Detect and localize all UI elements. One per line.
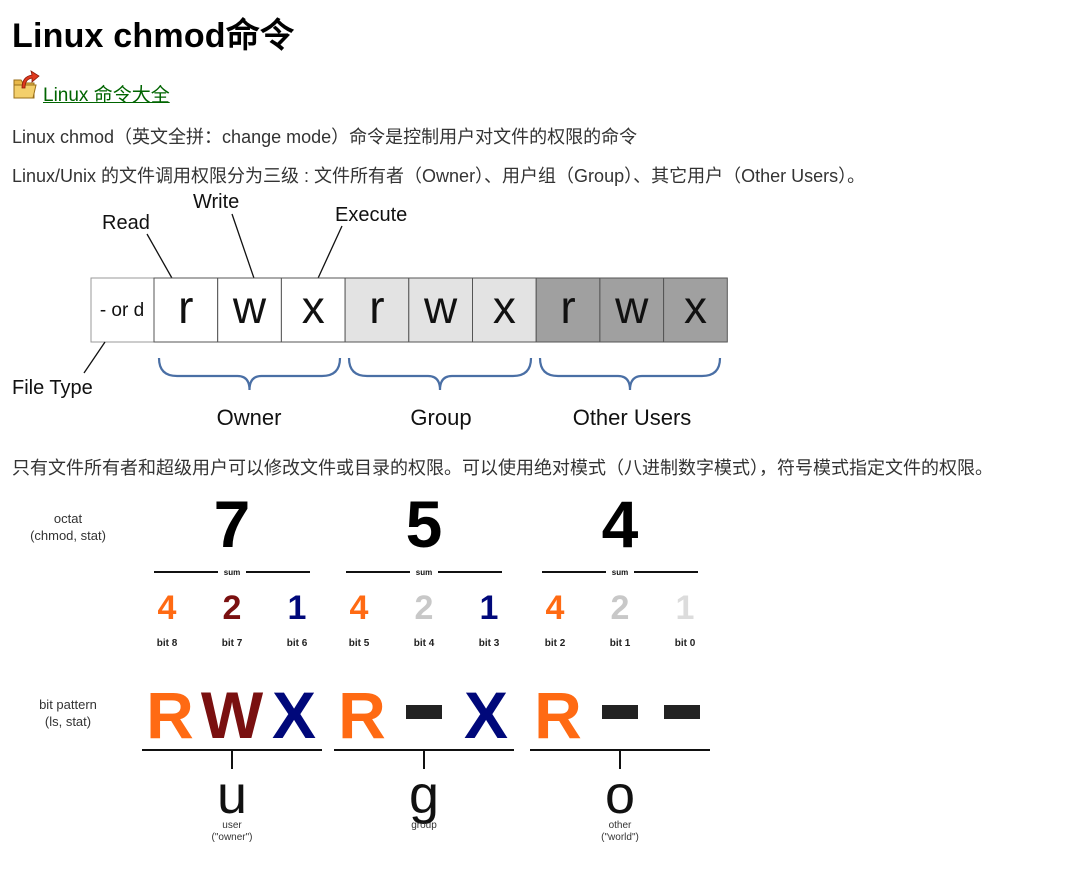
class-name: user	[222, 820, 242, 831]
perm-cell	[344, 277, 410, 343]
bitpattern-label-line2: (ls, stat)	[45, 714, 91, 729]
perm-cell-letter: w	[423, 281, 458, 333]
bit-value: 2	[415, 589, 434, 627]
group-label: Group	[410, 405, 471, 430]
class-name: other	[609, 820, 632, 831]
pattern-letter: R	[534, 678, 582, 752]
group-brace	[157, 357, 342, 391]
bitpattern-label-line1: bit pattern	[39, 697, 97, 712]
bit-value: 4	[546, 589, 565, 627]
execute-label: Execute	[335, 204, 407, 226]
perm-cell	[408, 277, 473, 343]
perm-cell	[663, 277, 728, 343]
pattern-letter: X	[272, 678, 316, 752]
bit-label: bit 6	[287, 638, 308, 649]
bit-label: bit 1	[610, 638, 631, 649]
up-arrow-folder-icon[interactable]	[12, 68, 40, 105]
bit-value: 4	[158, 589, 177, 627]
file-type-cell-label: - or d	[100, 300, 144, 321]
class-letter: u	[217, 765, 247, 825]
linux-commands-link[interactable]: Linux 命令大全	[43, 85, 170, 106]
bit-value: 1	[288, 589, 307, 627]
perm-cell-letter: r	[178, 281, 193, 333]
bit-label: bit 5	[349, 638, 370, 649]
perm-cell-letter: w	[232, 281, 267, 333]
bit-label: bit 3	[479, 638, 500, 649]
pattern-dash	[406, 705, 442, 719]
perm-cell	[280, 277, 346, 343]
bit-label: bit 2	[545, 638, 566, 649]
octal-bit-diagram: octat (chmod, stat) bit pattern (ls, sta…	[20, 485, 720, 860]
file-type-label: File Type	[12, 377, 93, 399]
modes-paragraph: 只有文件所有者和超级用户可以修改文件或目录的权限。可以使用绝对模式（八进制数字模…	[12, 458, 993, 478]
bit-label: bit 0	[675, 638, 696, 649]
octal-digit: 7	[214, 487, 251, 561]
sum-label: sum	[224, 568, 240, 577]
class-sub: ("world")	[601, 832, 639, 843]
file-type-cell	[90, 277, 155, 343]
sum-label: sum	[416, 568, 432, 577]
page-title: Linux chmod命令	[12, 17, 295, 55]
bit-value: 1	[480, 589, 499, 627]
write-label: Write	[193, 192, 239, 213]
pattern-dash	[602, 705, 638, 719]
bit-label: bit 4	[414, 638, 435, 649]
class-letter: g	[409, 765, 439, 825]
class-name: group	[411, 820, 437, 831]
back-link[interactable]: Linux 命令大全	[12, 68, 170, 106]
perm-cell-letter: x	[684, 281, 707, 333]
levels-paragraph: Linux/Unix 的文件调用权限分为三级 : 文件所有者（Owner）、用户…	[12, 166, 866, 186]
bit-value: 4	[350, 589, 369, 627]
octal-label-line1: octat	[54, 511, 83, 526]
bit-value: 2	[223, 589, 242, 627]
sum-label: sum	[612, 568, 628, 577]
pattern-letter: W	[201, 678, 264, 752]
bit-label: bit 8	[157, 638, 178, 649]
pattern-letter: X	[464, 678, 508, 752]
pattern-letter: R	[146, 678, 194, 752]
perm-cell-letter: w	[614, 281, 649, 333]
perm-cell-letter: x	[302, 281, 325, 333]
perm-cell	[472, 277, 537, 343]
bit-label: bit 7	[222, 638, 243, 649]
bit-value: 2	[611, 589, 630, 627]
perm-cell	[599, 277, 665, 343]
other-users-label: Other Users	[573, 405, 692, 430]
pattern-dash	[664, 705, 700, 719]
perm-cell-letter: x	[493, 281, 516, 333]
perm-cell	[535, 277, 601, 343]
pattern-letter: R	[338, 678, 386, 752]
octal-digit: 4	[602, 487, 639, 561]
octal-digit: 5	[406, 487, 443, 561]
read-label: Read	[102, 212, 150, 234]
owner-label: Owner	[217, 405, 282, 430]
bit-value: 1	[676, 589, 695, 627]
intro-paragraph: Linux chmod（英文全拼：change mode）命令是控制用户对文件的…	[12, 127, 638, 147]
class-letter: o	[605, 765, 635, 825]
perm-cell-letter: r	[560, 281, 575, 333]
group-brace	[347, 357, 533, 391]
perm-cell-letter: r	[369, 281, 384, 333]
group-brace	[538, 357, 722, 391]
octal-label-line2: (chmod, stat)	[30, 528, 106, 543]
class-sub: ("owner")	[212, 832, 253, 843]
